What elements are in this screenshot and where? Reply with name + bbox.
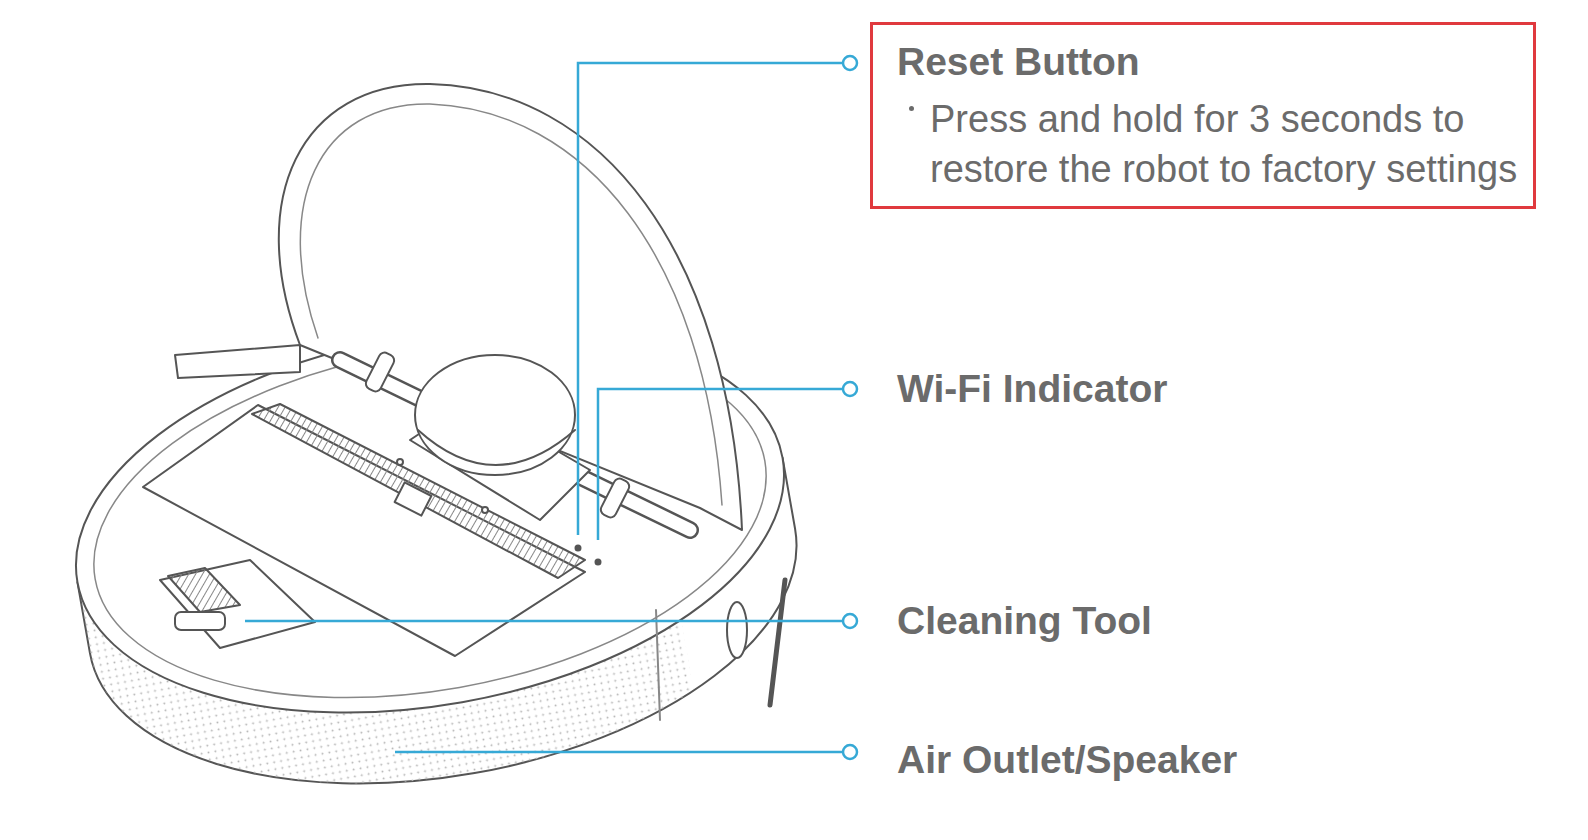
part-label: Cleaning Tool (897, 597, 1152, 645)
bullet-dot (909, 106, 914, 111)
part-label: Air Outlet/Speaker (897, 736, 1237, 784)
callout-heading: Reset Button (873, 38, 1533, 86)
leader-lines (245, 56, 857, 759)
callout-body: Press and hold for 3 seconds to restore … (873, 94, 1533, 194)
callout-box: Reset ButtonPress and hold for 3 seconds… (870, 22, 1536, 209)
part-label: Wi-Fi Indicator (897, 365, 1167, 413)
